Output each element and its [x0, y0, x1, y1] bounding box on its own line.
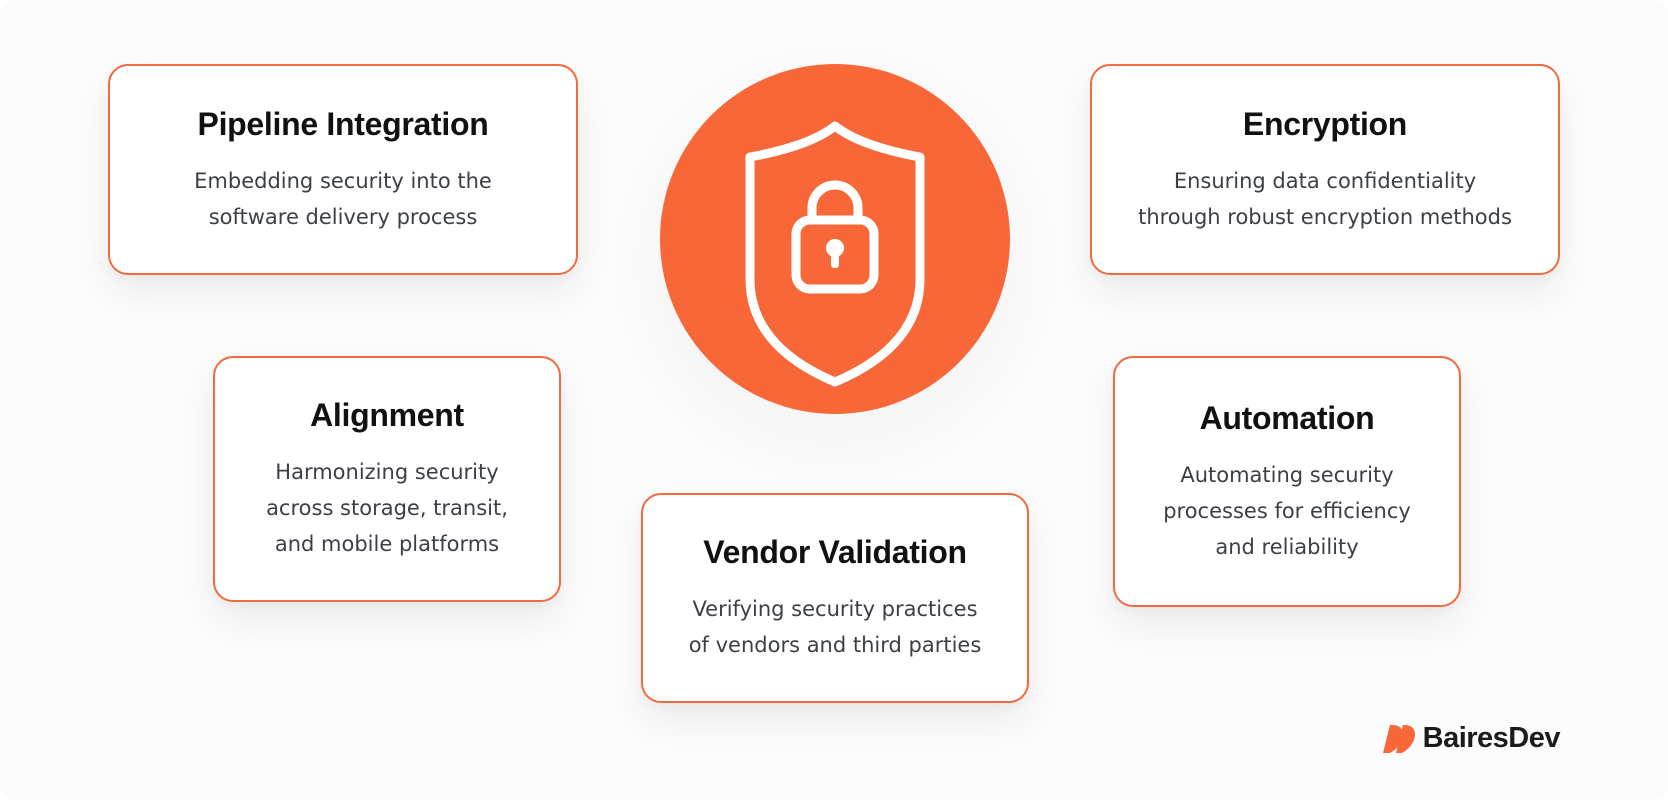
card-pipeline-integration: Pipeline Integration Embedding security …: [108, 64, 578, 275]
bairesdev-logo-icon: [1382, 724, 1415, 753]
card-vendor-validation: Vendor Validation Verifying security pra…: [641, 493, 1029, 703]
shield-lock-icon: [745, 121, 925, 387]
card-description: Embedding security into the software del…: [194, 168, 492, 229]
card-automation: Automation Automating security processes…: [1113, 356, 1461, 607]
card-description: Verifying security practices of vendors …: [688, 597, 982, 657]
card-alignment: Alignment Harmonizing security across st…: [213, 356, 561, 602]
card-title: Pipeline Integration: [197, 105, 489, 142]
card-title: Vendor Validation: [703, 534, 967, 570]
card-encryption: Encryption Ensuring data confidentiality…: [1090, 64, 1560, 275]
brand-logo: BairesDev: [1381, 722, 1561, 755]
card-title: Encryption: [1242, 105, 1408, 142]
card-description: Ensuring data confidentiality through ro…: [1138, 168, 1512, 229]
card-title: Automation: [1199, 399, 1375, 436]
card-description: Harmonizing security across storage, tra…: [266, 460, 508, 556]
card-description: Automating security processes for effici…: [1163, 462, 1411, 559]
center-shield-circle: [660, 64, 1010, 414]
brand-name: BairesDev: [1422, 722, 1561, 754]
card-title: Alignment: [310, 397, 464, 433]
